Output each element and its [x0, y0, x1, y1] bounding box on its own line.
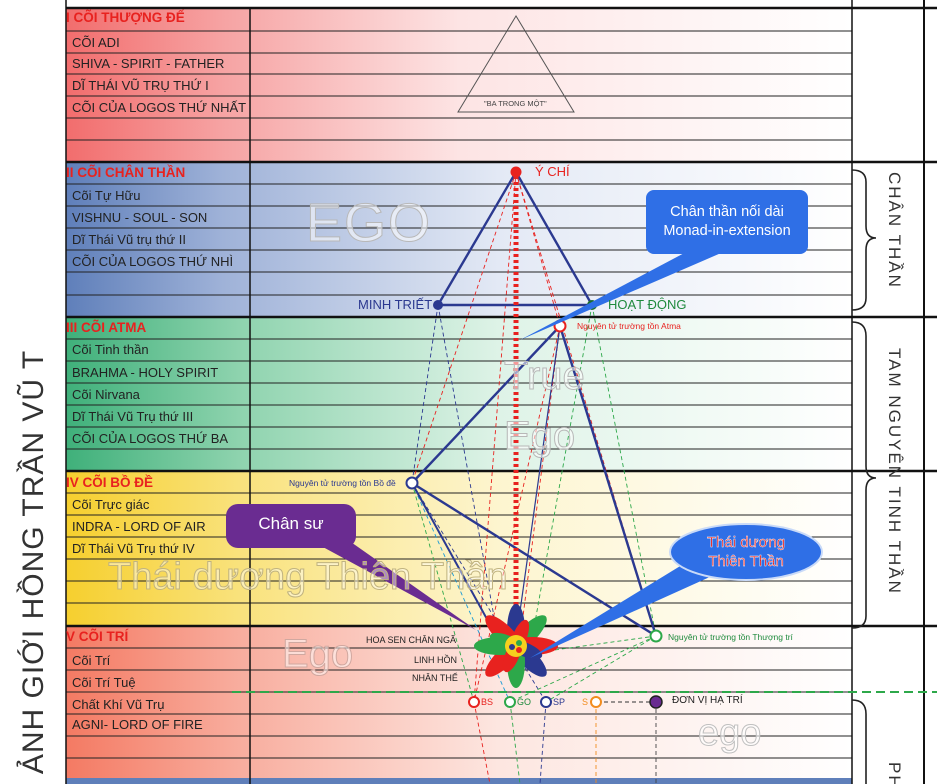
callout-chan-su-pointer [310, 540, 476, 630]
label-nhan-the: NHÂN THỂ [412, 673, 458, 683]
label-go: GO [517, 697, 532, 707]
plane-1-row-4: CÕI CỦA LOGOS THỨ NHẤT [72, 100, 247, 115]
label-sp: SP [553, 697, 566, 707]
antahkarana-line-2 [515, 325, 561, 641]
plane-5-row-2: Cõi Trí Tuệ [72, 675, 136, 690]
label-don-vi: ĐƠN VỊ HẠ TRÍ [672, 695, 743, 706]
callout-chan-su-text: Chân sư [258, 514, 324, 533]
label-s: S [582, 697, 589, 707]
label-hoat-dong: HOẠT ĐỘNG [608, 297, 687, 312]
label-bs: BS [481, 697, 494, 707]
plane-1-row-3: DĨ THÁI VŨ TRỤ THỨ I [72, 78, 209, 93]
plane-5-title: V CÕI TRÍ [66, 629, 129, 644]
node-s [590, 696, 602, 708]
node-y-chi [510, 166, 522, 178]
label-hoa-sen: HOA SEN CHÂN NGÃ [366, 635, 457, 645]
vertical-title: ẢNH GIỚI HỒNG TRẦN VŨ T [17, 349, 50, 775]
plane-2-row-3: Dĩ Thái Vũ trụ thứ II [72, 232, 186, 247]
column-borders [65, 0, 925, 784]
node-sp [540, 696, 552, 708]
lotus-flower [474, 604, 558, 688]
plane-3-title: III CÕI ATMA [66, 320, 147, 335]
plane-3-row-3: Cõi Nirvana [72, 387, 140, 402]
callout-thai-duong-line-2: Thiên Thần [708, 553, 784, 570]
callout-chan-than-line-1: Chân thần nối dài [670, 204, 784, 220]
brace-bottom [851, 699, 867, 784]
node-minh-triet [433, 300, 443, 310]
callout-chan-than-pointer [520, 250, 728, 340]
node-go [504, 696, 516, 708]
plane-5-row-1: Cõi Trí [72, 653, 111, 668]
side-label-bottom: PH [885, 762, 904, 784]
plane-1-row-1: CÕI ADI [72, 35, 120, 50]
callout-thai-duong-line-1: Thái dương [706, 534, 786, 551]
plane-3-row-4: Dĩ Thái Vũ Trụ thứ III [72, 409, 194, 424]
plane-3-row-1: Cõi Tinh thần [72, 342, 149, 357]
label-minh-triet: MINH TRIẾT [358, 297, 433, 312]
plane-1-row-2: SHIVA - SPIRIT - FATHER [72, 56, 225, 71]
plane-1-band [66, 8, 852, 162]
plane-4-title: IV CÕI BỒ ĐỀ [66, 475, 154, 490]
plane-3-row-5: CÕI CỦA LOGOS THỨ BA [72, 431, 229, 446]
label-ba-trong-mot: "BA TRONG MỘT" [484, 99, 547, 108]
label-thuong-tri-atom: Nguyên tử trường tồn Thượng trí [668, 632, 793, 642]
callout-chan-than-text: Chân thần nối dài Monad-in-extension [646, 203, 808, 241]
watermark-ego-3: Ego [281, 632, 354, 677]
plane-2-row-4: CÕI CỦA LOGOS THỨ NHÌ [72, 254, 234, 269]
node-bs [468, 696, 480, 708]
plane-4-row-1: Cõi Trực giác [72, 497, 150, 512]
watermark-ego-2: Ego [503, 414, 576, 459]
triangle-logos [457, 15, 575, 113]
plane-5-row-3: Chất Khí Vũ Trụ [72, 697, 165, 712]
plane-3-band [66, 317, 852, 471]
triangle-tam-nguyen [410, 323, 659, 639]
label-y-chi: Ý CHÍ [535, 164, 570, 179]
watermark-thai-duong: Thái dương Thiên Thần [108, 556, 509, 599]
plane-4-row-2: INDRA - LORD OF AIR [72, 519, 206, 534]
watermark-true: True [504, 354, 586, 399]
label-bo-de-atom: Nguyên tử trường tồn Bồ đề [289, 478, 396, 488]
label-linh-hon: LINH HỒN [414, 655, 458, 665]
callout-thai-duong-text: Thái dương Thiên Thần [670, 533, 822, 571]
callout-thai-duong-pointer [530, 560, 712, 658]
brace-chan-than [851, 169, 877, 311]
plane-2-row-1: Cõi Tự Hữu [72, 188, 141, 203]
bottom-blue-strip [66, 778, 852, 784]
plane-1-title: I CÕI THƯỢNG ĐẾ [66, 10, 185, 25]
row-lines [66, 30, 852, 759]
plane-2-row-2: VISHNU - SOUL - SON [72, 210, 208, 225]
brace-tam-nguyen [851, 321, 877, 629]
watermark-ego-1: EGO [305, 193, 433, 254]
side-label-tam-nguyen: TAM NGUYÊN TINH THẦN [885, 348, 904, 595]
plane-5-row-4: AGNI- LORD OF FIRE [72, 717, 203, 732]
label-atma-atom: Nguyên tử trường tồn Atma [577, 321, 681, 331]
side-label-chan-than: CHÂN THẦN [885, 172, 904, 289]
watermark-ego-4: ego [697, 712, 762, 755]
plane-2-title: II CÕI CHÂN THẦN [66, 165, 186, 180]
node-thuong-tri [649, 629, 663, 643]
callout-chan-su-box [226, 504, 356, 548]
plane-4-row-3: Dĩ Thái Vũ Trụ thứ IV [72, 541, 195, 556]
callout-chan-than-line-2: Monad-in-extension [663, 223, 791, 239]
callout-thai-duong-box [669, 523, 823, 581]
node-bo-de [405, 476, 419, 490]
plane-3-row-2: BRAHMA - HOLY SPIRIT [72, 365, 219, 380]
callout-chan-than-box [646, 190, 808, 254]
node-don-vi [649, 695, 663, 709]
